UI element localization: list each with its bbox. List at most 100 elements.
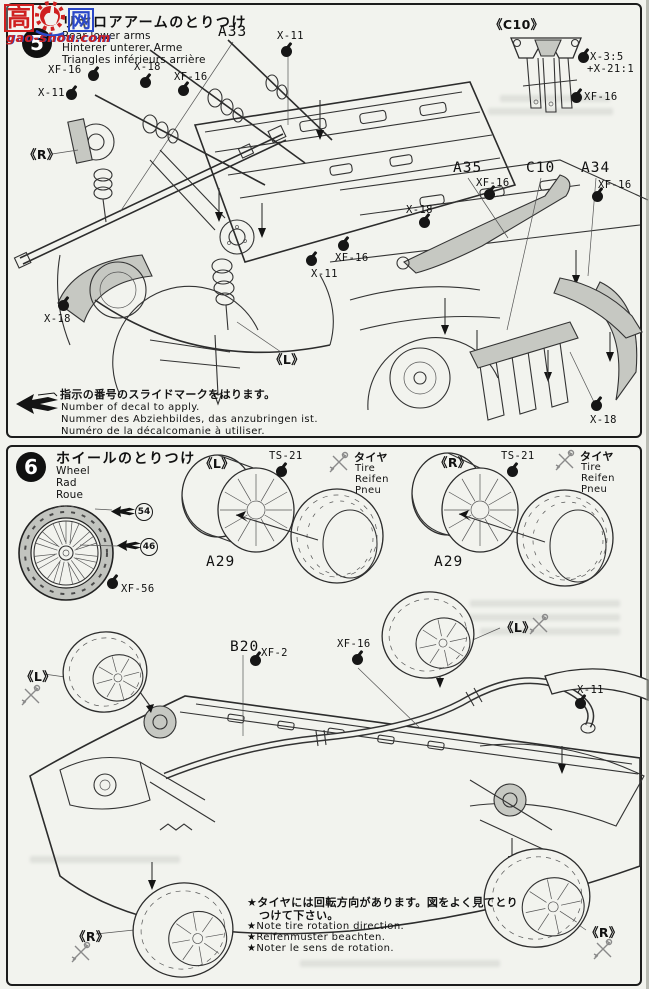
- paint-callout-ts21-r: TS-21: [501, 450, 535, 462]
- bleed-through: [455, 614, 620, 621]
- paint-mark: [352, 654, 363, 665]
- part-callout-a33: A33: [218, 24, 248, 40]
- paint-callout-xf56: XF-56: [121, 583, 155, 595]
- tire-label-jp: タイヤ: [580, 450, 614, 463]
- side-callout-wheel-fl: 《L》: [21, 669, 56, 684]
- paint-mark: [276, 466, 287, 477]
- step5-floorpan-illustration: [193, 81, 517, 263]
- paint-mark: [507, 466, 518, 477]
- side-callout-wheel-rr: 《R》: [586, 925, 622, 940]
- decal-arrow-icon: [14, 392, 58, 416]
- scan-edge: [646, 0, 649, 989]
- paint-callout-ts21-l: TS-21: [269, 450, 303, 462]
- part-callout-c10: C10: [526, 160, 556, 176]
- side-callout-l-set: 《L》: [200, 456, 235, 471]
- paint-callout-xf16-b: XF-16: [174, 71, 208, 83]
- decal-note-fr: Numéro de la décalcomanie à utiliser.: [61, 426, 265, 437]
- paint-callout-x3: X-3:5: [590, 51, 624, 63]
- chassis-wheel-rear-right: [483, 848, 591, 948]
- side-callout-wheel-fr: 《R》: [73, 929, 109, 944]
- c10-inset-illustration: [510, 37, 582, 113]
- decal-arrow-icon: [117, 539, 141, 552]
- step5-a33-bar-illustration: [13, 41, 289, 269]
- step5-panel-frame: [6, 3, 642, 438]
- bleed-through: [480, 628, 620, 635]
- paint-mark: [571, 92, 582, 103]
- tire-label-en: Tire: [581, 462, 602, 473]
- step5-left-wheelwell-illustration: [56, 254, 334, 406]
- tire-note-de: ★Reifenmuster beachten.: [247, 932, 386, 943]
- paint-callout-xf2: XF-2: [261, 647, 288, 659]
- paint-mark: [306, 255, 317, 266]
- bleed-through: [300, 960, 500, 967]
- step5-number: 5: [30, 31, 44, 55]
- paint-callout-x11-a: X-11: [38, 87, 65, 99]
- paint-mark: [592, 191, 603, 202]
- paint-mark: [88, 70, 99, 81]
- decal-note-jp: 指示の番号のスライドマークをはります。: [60, 388, 276, 401]
- step6-number-badge: 6: [16, 452, 46, 482]
- chassis-wheel-front-right: [132, 882, 234, 978]
- step5-left-suspension-illustration: [67, 118, 255, 331]
- paint-mark: [578, 52, 589, 63]
- step5-title-en: Rear lower arms: [62, 30, 151, 42]
- tire-note-fr: ★Noter le sens de rotation.: [247, 943, 394, 954]
- paint-callout-x11-chassis: X-11: [577, 684, 604, 696]
- step5-rear-chassis-illustration: [329, 159, 649, 421]
- step5-title-de: Hinterer unterer Arme: [62, 42, 183, 54]
- paint-mark: [66, 89, 77, 100]
- part-callout-a29-l: A29: [206, 554, 236, 570]
- tire-note-en: ★Note tire rotation direction.: [247, 921, 405, 932]
- paint-callout-x18-c: X-18: [406, 204, 433, 216]
- step5-title-jp: リヤロアアームのとりつけ: [62, 15, 247, 31]
- paint-callout-x18-b: X-18: [44, 313, 71, 325]
- decal-note-de: Nummer des Abziehbildes, das anzubringen…: [61, 414, 318, 425]
- step6-title-jp: ホイールのとりつけ: [56, 451, 196, 467]
- paint-mark: [58, 300, 69, 311]
- paint-mark: [591, 400, 602, 411]
- paint-callout-x11-c: X-11: [311, 268, 338, 280]
- crossed-tools-icon: [20, 684, 42, 706]
- crossed-tools-icon: [528, 613, 550, 635]
- decal-number: 54: [137, 507, 151, 517]
- tire-label-en: Tire: [355, 463, 376, 474]
- step5-title-fr: Triangles inférieurs arrière: [62, 54, 206, 66]
- paint-callout-xf16-chassis: XF-16: [337, 638, 371, 650]
- paint-mark: [338, 240, 349, 251]
- chassis-wheel-rear-left: [381, 591, 475, 679]
- paint-mark: [107, 578, 118, 589]
- side-callout-r: 《R》: [24, 147, 60, 162]
- step5-driveshafts-illustration: [94, 39, 333, 186]
- paint-mark: [178, 85, 189, 96]
- tire-label-jp: タイヤ: [354, 451, 388, 464]
- step6-title-en: Wheel: [56, 465, 90, 477]
- decal-arrow-icon: [111, 505, 135, 518]
- decal-number: 46: [142, 542, 156, 552]
- decal-note-en: Number of decal to apply.: [61, 402, 200, 413]
- paint-callout-xf16-a: XF-16: [48, 64, 82, 76]
- tire-label-de: Reifen: [355, 474, 389, 485]
- part-callout-b20: B20: [230, 639, 260, 655]
- paint-mark: [250, 655, 261, 666]
- crossed-tools-icon: [554, 449, 576, 471]
- c10-inset-label: 《C10》: [490, 17, 544, 32]
- tire-label-fr: Pneu: [355, 485, 382, 496]
- side-callout-l: 《L》: [270, 352, 305, 367]
- paint-callout-xf16-d: XF-16: [476, 177, 510, 189]
- paint-mark: [419, 217, 430, 228]
- tire-label-fr: Pneu: [581, 484, 608, 495]
- bleed-through: [470, 600, 620, 607]
- paint-callout-xf16-inset: XF-16: [584, 91, 618, 103]
- part-callout-a35: A35: [453, 160, 483, 176]
- paint-callout-xf16-c: XF-16: [335, 252, 369, 264]
- crossed-tools-icon: [70, 941, 92, 963]
- wheelset-left-illustration: [181, 454, 384, 584]
- decal-number-badge: 54: [135, 503, 153, 521]
- paint-callout-x18-d: X-18: [590, 414, 617, 426]
- paint-callout-x18-a: X-18: [134, 61, 161, 73]
- paint-callout-x21: +X-21:1: [587, 63, 635, 75]
- decal-number-badge: 46: [140, 538, 158, 556]
- step6-number: 6: [24, 455, 38, 479]
